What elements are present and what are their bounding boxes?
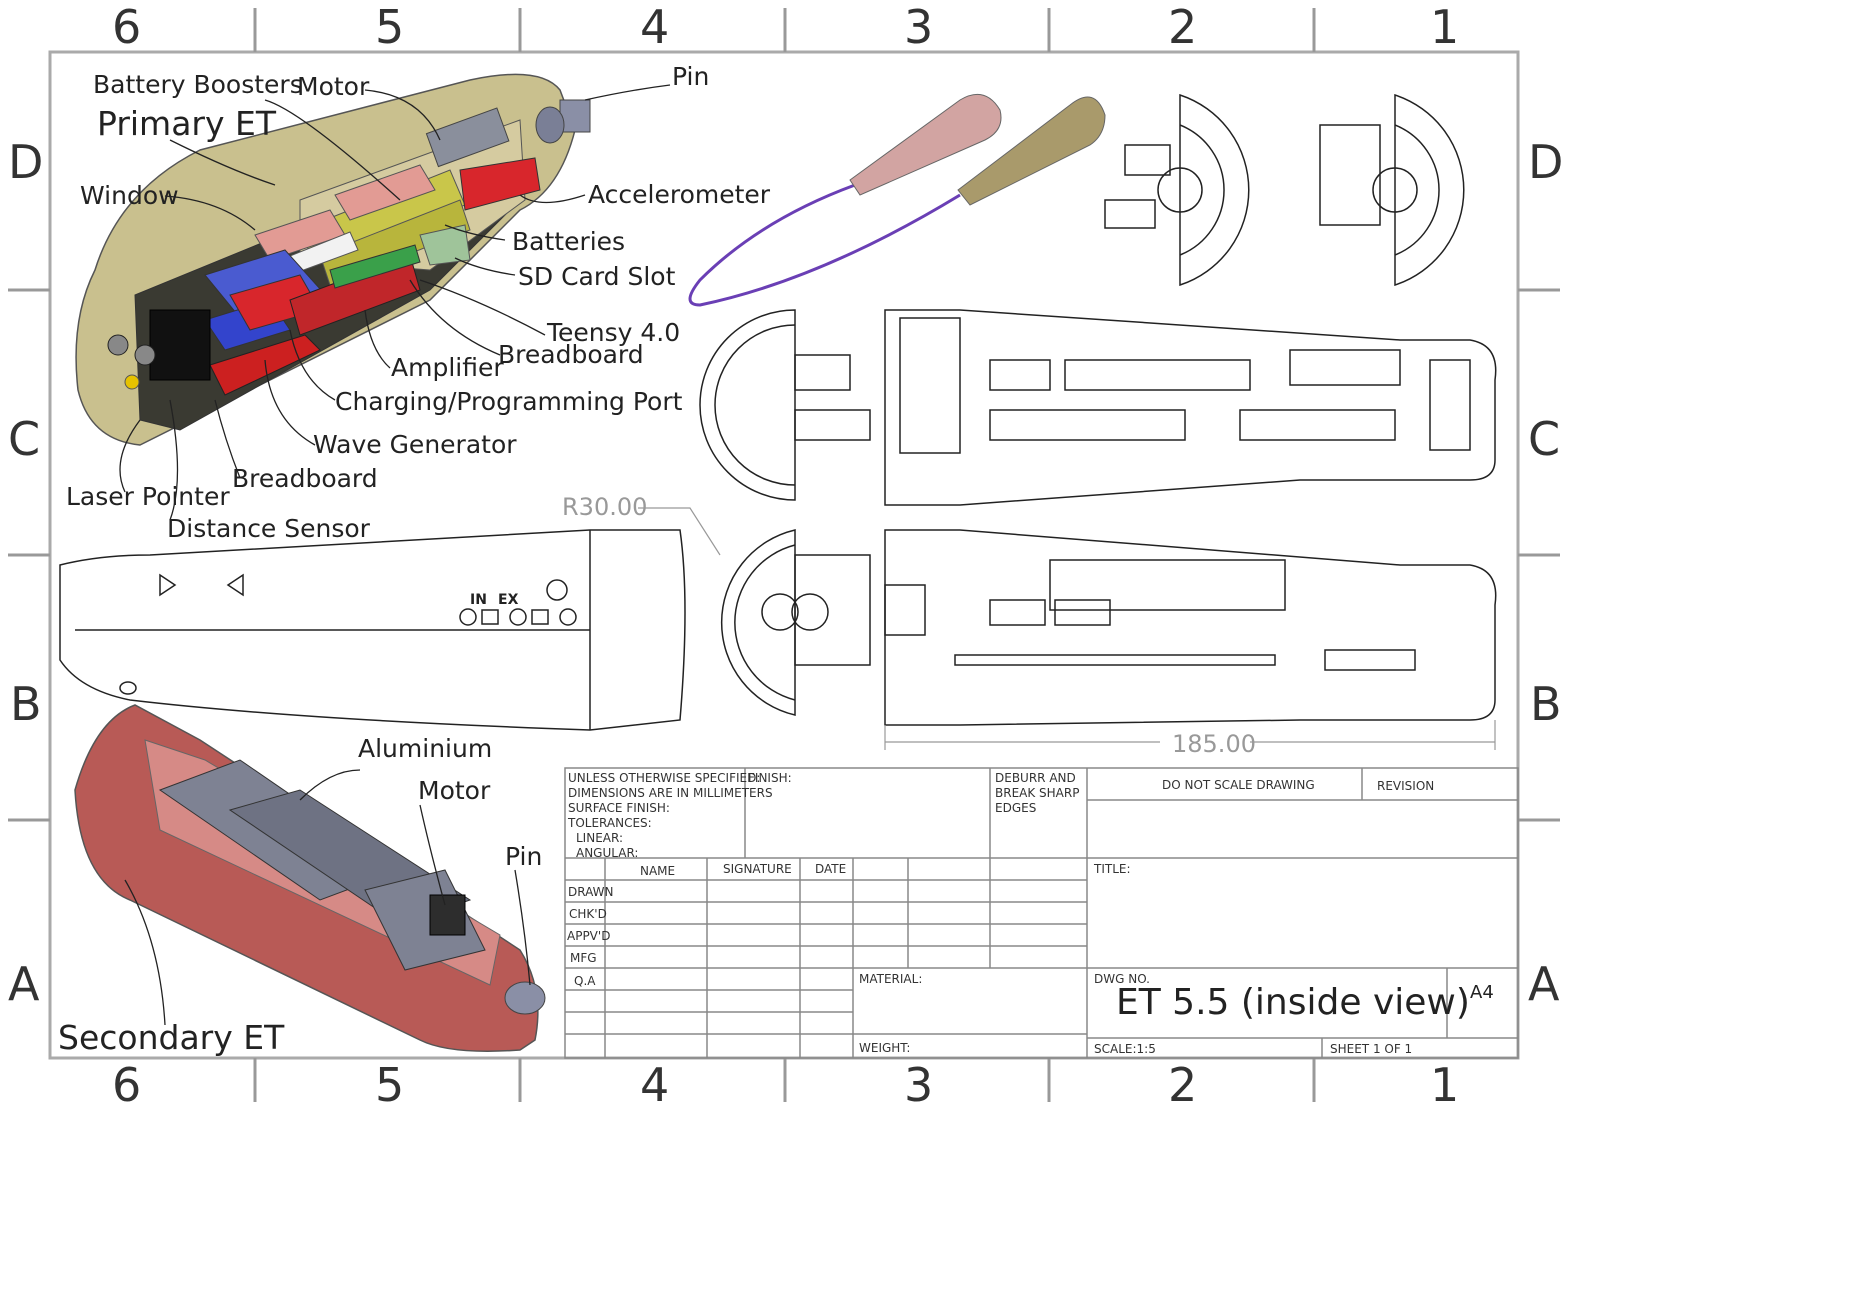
end-views xyxy=(699,93,1465,716)
note-line: LINEAR: xyxy=(576,831,624,845)
secondary-et-model xyxy=(74,704,546,1052)
deburr-line: BREAK SHARP xyxy=(995,786,1080,800)
label-window: Window xyxy=(80,181,179,210)
deburr-line: DEBURR AND xyxy=(995,771,1076,785)
paired-ets-model xyxy=(688,93,1106,307)
tb-dwg-no: DWG NO. xyxy=(1094,972,1150,986)
dimension-radius: R30.00 xyxy=(562,493,648,521)
zone-col-5-bottom: 5 xyxy=(375,1058,405,1112)
label-motor-top: Motor xyxy=(297,72,370,101)
primary-leader-lines xyxy=(119,84,671,521)
tb-row-drawn: DRAWN xyxy=(568,885,614,899)
zone-row-c-right: C xyxy=(1528,412,1561,466)
label-accelerometer: Accelerometer xyxy=(588,180,771,209)
panel-mark-ex: EX xyxy=(498,592,519,608)
tb-size: A4 xyxy=(1470,982,1494,1003)
label-wave-generator: Wave Generator xyxy=(313,430,517,459)
zone-row-b-left: B xyxy=(10,677,42,731)
zone-col-2-top: 2 xyxy=(1168,0,1198,54)
tb-row-chkd: CHK'D xyxy=(569,907,607,921)
zone-col-2-bottom: 2 xyxy=(1168,1058,1198,1112)
zone-col-6-bottom: 6 xyxy=(112,1058,142,1112)
label-pin-bottom: Pin xyxy=(505,842,543,871)
zone-row-b-right: B xyxy=(1530,677,1562,731)
tb-deburr: DEBURR AND BREAK SHARP EDGES xyxy=(995,771,1079,816)
label-motor-bottom: Motor xyxy=(418,776,491,805)
tb-finish: FINISH: xyxy=(748,771,792,785)
tb-row-qa: Q.A xyxy=(574,974,596,988)
note-line: SURFACE FINISH: xyxy=(568,801,670,815)
secondary-leader-lines xyxy=(124,769,531,1026)
dimension-lines xyxy=(638,507,1496,750)
zone-ticks xyxy=(8,8,1560,1102)
deburr-line: EDGES xyxy=(995,801,1037,815)
tb-title: TITLE: xyxy=(1094,862,1131,876)
label-battery-boosters: Battery Boosters xyxy=(93,70,303,99)
tb-row-mfg: MFG xyxy=(570,951,597,965)
tb-general-notes: UNLESS OTHERWISE SPECIFIED: DIMENSIONS A… xyxy=(568,771,773,861)
tb-revision: REVISION xyxy=(1377,779,1435,793)
title-block-grid xyxy=(564,767,1519,1059)
zone-col-1-top: 1 xyxy=(1430,0,1460,54)
tb-material: MATERIAL: xyxy=(859,972,923,986)
tb-col-date: DATE xyxy=(815,862,847,876)
label-breadboard-right: Breadboard xyxy=(498,340,644,369)
zone-col-1-bottom: 1 xyxy=(1430,1058,1460,1112)
tb-do-not-scale: DO NOT SCALE DRAWING xyxy=(1162,778,1315,792)
zone-row-a-left: A xyxy=(8,957,40,1011)
label-primary-et: Primary ET xyxy=(97,104,277,143)
tb-sheet: SHEET 1 OF 1 xyxy=(1330,1042,1413,1056)
label-sd-card-slot: SD Card Slot xyxy=(518,262,676,291)
tb-weight: WEIGHT: xyxy=(859,1041,911,1055)
tb-drawing-name: ET 5.5 (inside view) xyxy=(1116,982,1470,1023)
zone-row-d-left: D xyxy=(8,135,44,189)
zone-row-a-right: A xyxy=(1528,957,1560,1011)
label-laser-pointer: Laser Pointer xyxy=(66,482,230,511)
section-views xyxy=(59,309,1497,731)
panel-mark-in: IN xyxy=(470,592,487,608)
label-pin-top: Pin xyxy=(672,62,710,91)
note-line: DIMENSIONS ARE IN MILLIMETERS xyxy=(568,786,773,800)
zone-col-4-top: 4 xyxy=(640,0,670,54)
zone-col-4-bottom: 4 xyxy=(640,1058,670,1112)
label-aluminium: Aluminium xyxy=(358,734,493,763)
label-amplifier: Amplifier xyxy=(391,353,504,382)
zone-col-3-top: 3 xyxy=(904,0,934,54)
zone-col-3-bottom: 3 xyxy=(904,1058,934,1112)
label-secondary-et: Secondary ET xyxy=(58,1018,285,1057)
note-line: TOLERANCES: xyxy=(568,816,652,830)
label-teensy: Teensy 4.0 xyxy=(547,318,681,347)
label-batteries: Batteries xyxy=(512,227,626,256)
label-charging-port: Charging/Programming Port xyxy=(335,387,683,416)
label-breadboard-left: Breadboard xyxy=(232,464,378,493)
zone-row-d-right: D xyxy=(1528,135,1564,189)
tb-scale: SCALE:1:5 xyxy=(1094,1042,1156,1056)
label-distance-sensor: Distance Sensor xyxy=(167,514,370,543)
tb-row-appvd: APPV'D xyxy=(567,929,611,943)
zone-row-c-left: C xyxy=(8,412,41,466)
note-line: UNLESS OTHERWISE SPECIFIED: xyxy=(568,771,761,785)
tb-col-name: NAME xyxy=(640,864,676,878)
zone-col-6-top: 6 xyxy=(112,0,142,54)
zone-col-5-top: 5 xyxy=(375,0,405,54)
note-line: ANGULAR: xyxy=(576,846,639,860)
tb-col-signature: SIGNATURE xyxy=(723,862,792,876)
dimension-length: 185.00 xyxy=(1172,730,1256,758)
